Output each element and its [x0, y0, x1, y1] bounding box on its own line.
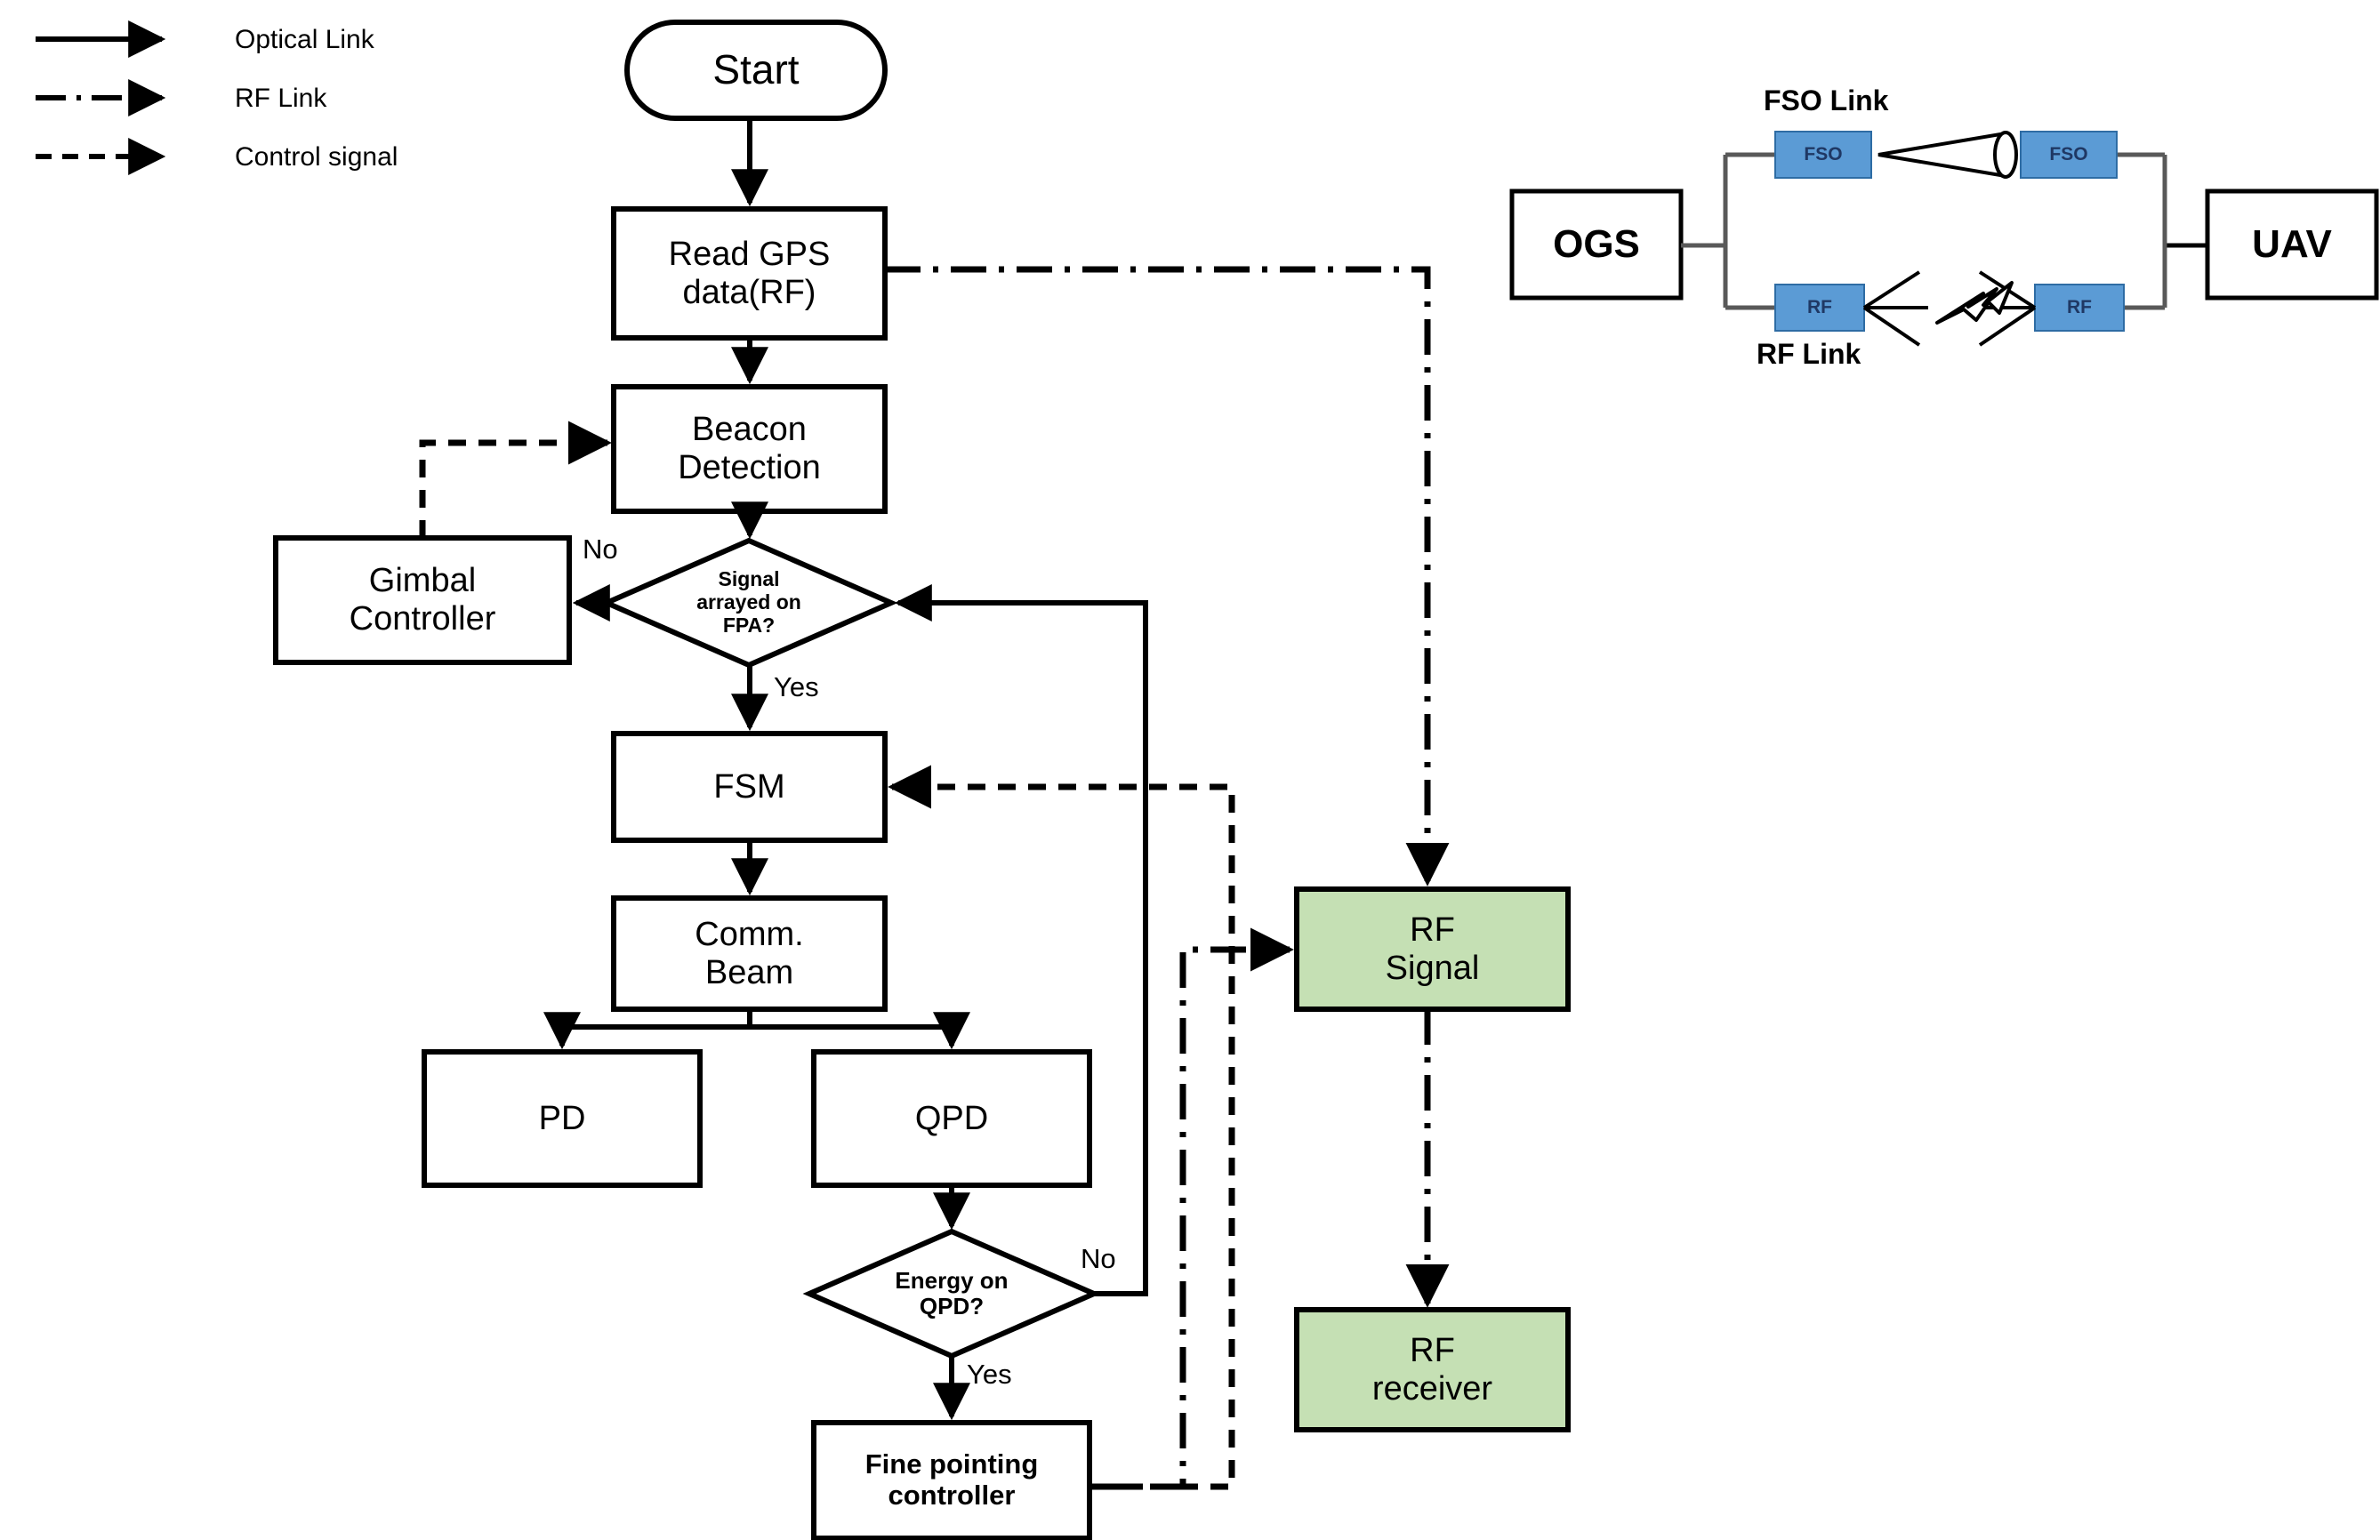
uav-node[interactable]: [2205, 188, 2379, 301]
legend-label-rf: RF Link: [235, 84, 327, 113]
fso-beam-aperture-icon: [1993, 131, 2018, 179]
rf-right-node[interactable]: [2034, 284, 2125, 332]
edge-label-fpa-no: No: [583, 533, 618, 565]
fso-link-label: FSO Link: [1764, 84, 1889, 116]
fso-right-node[interactable]: [2020, 131, 2118, 179]
edge-rf-fine-to-rfsignal: [1089, 927, 1294, 1490]
gimbal-controller-node[interactable]: [273, 535, 572, 665]
legend-group: [36, 20, 166, 175]
edge-label-qpd-no: No: [1081, 1243, 1116, 1274]
edge-label-qpd-yes: Yes: [967, 1359, 1012, 1390]
rf-left-node[interactable]: [1774, 284, 1865, 332]
rf-antenna-left-icon: [1862, 270, 1928, 347]
rf-signal-node[interactable]: [1294, 886, 1571, 1012]
start-node[interactable]: [624, 20, 888, 121]
pd-node[interactable]: [422, 1049, 703, 1188]
edge-rf-readgps-to-rfsignal: [885, 266, 1450, 886]
edge-control-gimbal-to-beacon: [419, 421, 612, 538]
edge-label-fpa-yes: Yes: [774, 671, 819, 702]
read-gps-node[interactable]: [611, 206, 888, 341]
qpd-node[interactable]: [811, 1049, 1092, 1188]
legend-label-optical: Optical Link: [235, 25, 374, 54]
edge-qpdno-feedback: [894, 584, 1148, 1296]
legend-label-control: Control signal: [235, 142, 398, 172]
fso-left-node[interactable]: [1774, 131, 1872, 179]
rf-link-label: RF Link: [1757, 338, 1861, 370]
link-diagram-group: [1509, 131, 2379, 347]
edge-control-fine-to-fsm: [888, 765, 1235, 1490]
fso-beam-cone-icon: [1877, 131, 2007, 179]
comm-beam-node[interactable]: [611, 895, 888, 1012]
fsm-node[interactable]: [611, 731, 888, 843]
rf-lightning-icon: [1935, 281, 2014, 325]
beacon-detection-node[interactable]: [611, 384, 888, 514]
decision-fpa-node[interactable]: [599, 537, 898, 669]
rf-receiver-node[interactable]: [1294, 1307, 1571, 1432]
ogs-node[interactable]: [1509, 188, 1684, 301]
decision-qpd-node[interactable]: [802, 1228, 1101, 1360]
fine-pointing-node[interactable]: [811, 1420, 1092, 1540]
